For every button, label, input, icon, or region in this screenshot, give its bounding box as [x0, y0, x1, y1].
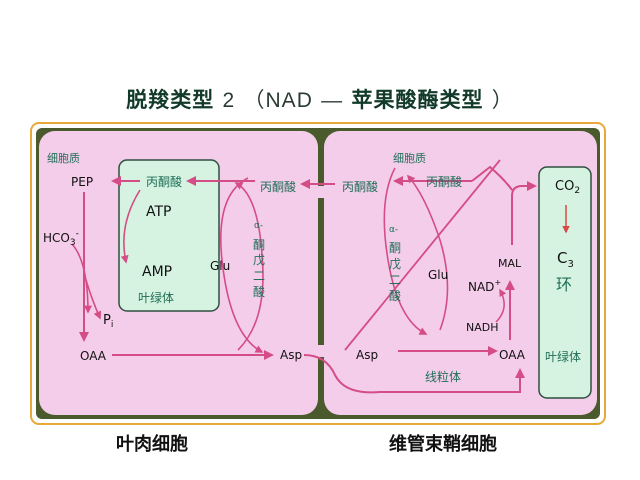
arrow-akg-cycle [234, 182, 264, 351]
bs-mitochondria-label: 线粒体 [425, 369, 461, 384]
meso-oaa-label: OAA [80, 349, 107, 363]
bundle-sheath-cell [324, 131, 597, 415]
bs-pyruvate-left-label: 丙酮酸 [342, 179, 378, 194]
arrow-mal-pyr [471, 165, 513, 191]
bs-c3-ring-label: 环 [556, 275, 572, 294]
plasmodesma-2 [314, 345, 328, 357]
bs-akg-0: α- [389, 225, 398, 235]
meso-pi-label: Pi [103, 313, 113, 330]
bs-chloroplast-label: 叶绿体 [545, 349, 581, 364]
arrow-mal-up [511, 181, 537, 245]
arrow-glu-cycle [220, 177, 264, 353]
arrow-atp-amp [120, 189, 141, 264]
bs-akg-3: 二 [389, 273, 401, 287]
bs-mal-label: MAL [498, 257, 522, 270]
bs-glu-label: Glu [428, 268, 448, 282]
mesophyll-caption: 叶肉细胞 [116, 434, 188, 455]
meso-akg-0: α- [254, 221, 263, 231]
bs-akg-1: 酮 [389, 241, 401, 255]
meso-atp-label: ATP [146, 204, 171, 220]
arrow-bs-akg-cycle [406, 174, 449, 331]
bundle-sheath-caption: 维管束鞘细胞 [389, 434, 497, 455]
meso-akg-label: α- 酮 戊 二 酸 [253, 221, 265, 299]
arrow-hco3 [71, 243, 92, 314]
meso-akg-2: 戊 [253, 253, 265, 267]
meso-amp-label: AMP [142, 264, 172, 280]
title-paren-open: （NAD [243, 89, 313, 112]
plasmodesma [314, 186, 328, 198]
mesophyll-chloroplast [118, 159, 220, 312]
title-number: 2 [222, 89, 236, 112]
bundle-sheath-chloroplast [538, 166, 592, 399]
meso-hco3-label: HCO3- [43, 229, 79, 248]
title-paren-close: ） [491, 89, 514, 112]
meso-akg-1: 酮 [253, 238, 265, 252]
bs-c3-label: C3 [557, 249, 574, 270]
meso-chl-pyruvate-label: 丙酮酸 [146, 174, 182, 189]
bs-akg-label: α- 酮 戊 二 酸 [389, 225, 401, 303]
meso-chloroplast-label: 叶绿体 [138, 290, 174, 305]
title-prefix: 脱羧类型 [126, 88, 215, 112]
diagram-title: 脱羧类型 2 （NAD — 苹果酸酶类型 ） [0, 84, 640, 114]
arrow-pi [85, 279, 102, 320]
meso-pyruvate-label: 丙酮酸 [260, 179, 296, 194]
arrow-diagonal [344, 159, 501, 351]
bs-akg-4: 酸 [389, 288, 401, 303]
meso-akg-3: 二 [253, 269, 265, 283]
bs-nadh-label: NADH [466, 321, 499, 334]
title-dash: — [321, 89, 344, 112]
bs-pyruvate-top-label: 丙酮酸 [426, 174, 462, 189]
bs-akg-2: 戊 [389, 257, 401, 271]
title-enzyme: 苹果酸酶类型 [351, 88, 484, 112]
arrow-bs-glu-cycle [383, 167, 428, 335]
meso-asp-label: Asp [280, 348, 302, 362]
bs-co2-label: CO2 [555, 179, 580, 196]
arrow-asp-channel [303, 354, 525, 394]
meso-cytoplasm-label: 细胞质 [47, 152, 80, 165]
bs-oaa-label: OAA [499, 348, 526, 362]
meso-glu-label: Glu [210, 259, 230, 273]
meso-pep-label: PEP [71, 175, 93, 189]
meso-akg-4: 酸 [253, 284, 265, 299]
bs-nad-label: NAD+ [468, 278, 501, 294]
bs-cytoplasm-label: 细胞质 [393, 152, 426, 165]
arrow-nadh-nad [495, 288, 507, 323]
bs-asp-label: Asp [356, 348, 378, 362]
